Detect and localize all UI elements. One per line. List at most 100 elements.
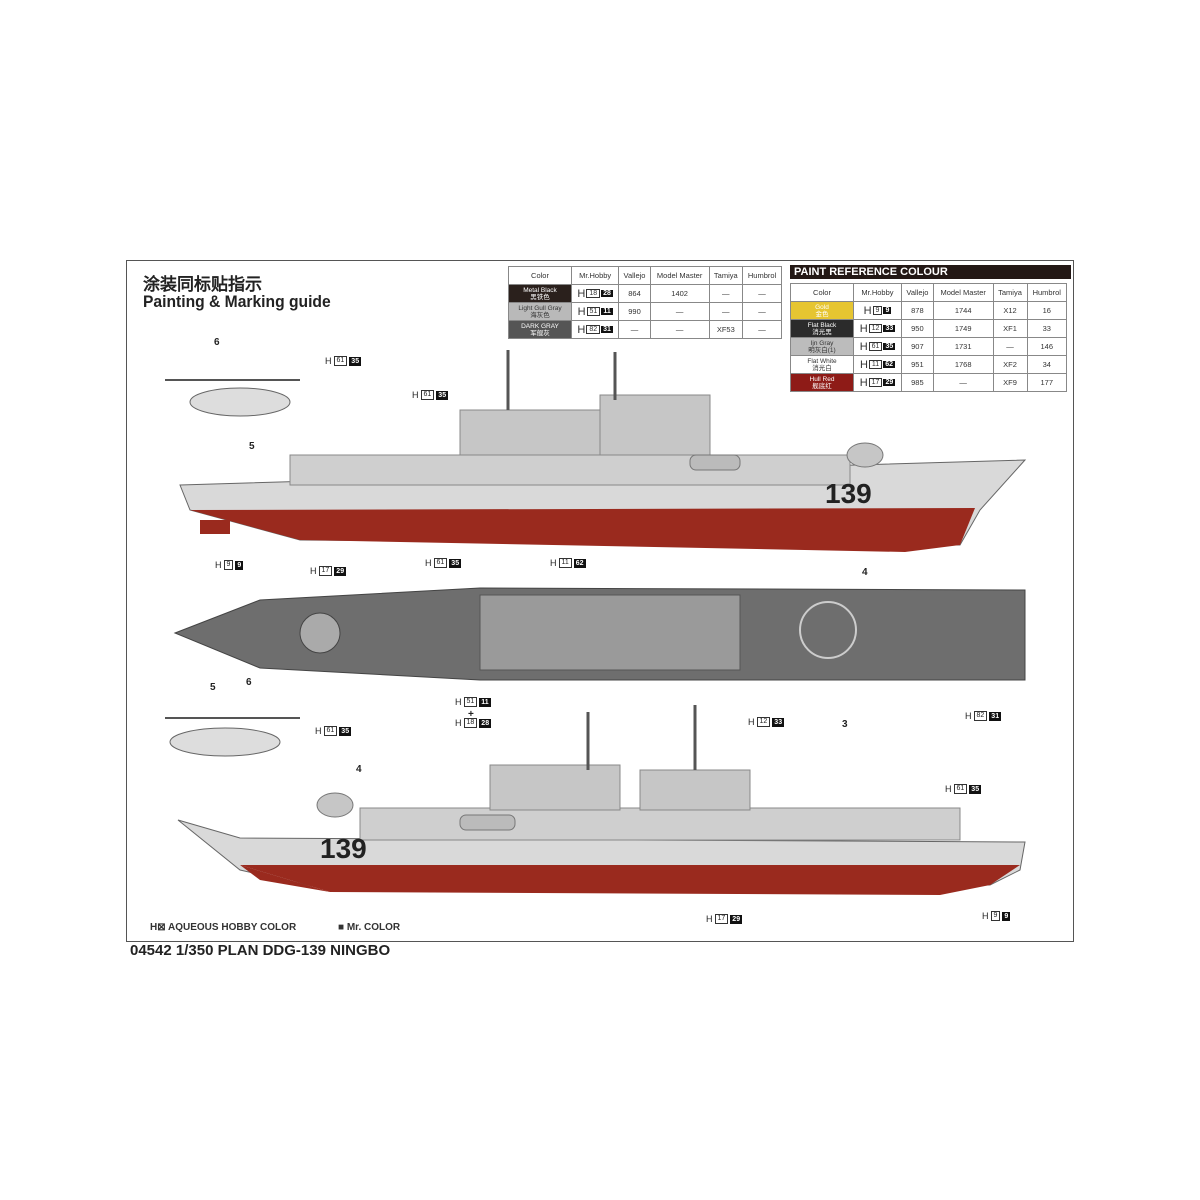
h-letter: H	[859, 322, 868, 335]
h-letter: H	[455, 697, 462, 707]
color-name: Flat White	[807, 357, 837, 365]
mr-color-code: 31	[601, 326, 613, 333]
guide-frame	[126, 260, 1074, 942]
mr-color-code: 11	[601, 308, 613, 315]
aqueous-code: 51	[463, 697, 478, 707]
h-letter: H	[945, 784, 952, 794]
h-letter: H	[965, 711, 972, 721]
marker-plus: +	[468, 709, 474, 720]
tamiya-cell: XF53	[708, 320, 744, 339]
color-name-cn: 消光黑	[812, 328, 832, 336]
mr-color-code: 35	[436, 390, 449, 400]
h-letter: H	[863, 304, 872, 317]
color-name-cn: 海灰色	[530, 311, 550, 319]
paint-reference-title: PAINT REFERENCE COLOUR	[790, 265, 1071, 279]
mr-color-code: 35	[969, 784, 982, 794]
humbrol-cell: 177	[1026, 373, 1068, 392]
marker-3: 3	[842, 719, 848, 730]
aqueous-code: 9	[223, 560, 234, 570]
mr-color-code: 62	[573, 558, 586, 568]
marker-6b: 6	[246, 677, 252, 688]
title-chinese: 涂装同标贴指示	[143, 275, 262, 294]
h-letter: H	[325, 356, 332, 366]
aqueous-code: 17	[318, 566, 333, 576]
h-letter: H	[412, 390, 419, 400]
color-name: Ijn Gray	[810, 339, 834, 347]
legend-mr-color: ■ Mr. COLOR	[338, 922, 401, 933]
h-letter: H	[310, 566, 317, 576]
mr-color-code: 9	[1002, 911, 1011, 921]
mr-color-code: 31	[989, 711, 1002, 721]
mr-color-code: 28	[601, 290, 613, 297]
hull-number-starboard: 139	[825, 478, 872, 509]
aqueous-code: 82	[586, 325, 601, 334]
mm-cell: —	[649, 320, 710, 339]
color-name-cn: 舰底红	[812, 382, 832, 390]
aqueous-code: 12	[756, 717, 771, 727]
aqueous-code: 61	[420, 390, 435, 400]
color-name: Metal Black	[523, 286, 557, 294]
legend-aqueous: H⊠ AQUEOUS HOBBY COLOR	[150, 922, 297, 933]
color-name: DARK GRAY	[521, 322, 559, 330]
h-letter: H	[425, 558, 432, 568]
aqueous-code: 51	[586, 307, 601, 316]
h-letter: H	[315, 726, 322, 736]
color-name-cn: 消光白	[812, 364, 832, 372]
h-letter: H	[748, 717, 755, 727]
aqueous-code: 61	[953, 784, 968, 794]
hull-number-port: 139	[320, 833, 367, 864]
aqueous-code: 61	[323, 726, 338, 736]
aqueous-code: 61	[868, 342, 883, 351]
color-name: Hull Red	[809, 375, 835, 383]
h-letter: H	[215, 560, 222, 570]
color-name-cn: 黑铁色	[530, 293, 550, 301]
mr-color-code: 28	[479, 718, 492, 728]
column-header: Color	[790, 283, 854, 302]
title-english: Painting & Marking guide	[143, 292, 331, 311]
mr-color-code: 29	[883, 379, 896, 386]
color-name-cn: 军舰灰	[530, 329, 550, 337]
aqueous-code: 11	[558, 558, 572, 568]
mr-color-code: 35	[449, 558, 462, 568]
h-letter: H	[577, 323, 586, 336]
mr-color-code: 29	[730, 914, 743, 924]
mr-color-code: 9	[235, 560, 244, 570]
mr-color-code: 35	[339, 726, 352, 736]
aqueous-code: 18	[586, 289, 601, 298]
mr-color-code: 62	[883, 361, 895, 368]
aqueous-code: 61	[433, 558, 448, 568]
ship-side-view-port	[177, 705, 1026, 895]
aqueous-code: 82	[973, 711, 988, 721]
marker-6: 6	[214, 337, 220, 348]
aqueous-code: 17	[868, 378, 883, 387]
